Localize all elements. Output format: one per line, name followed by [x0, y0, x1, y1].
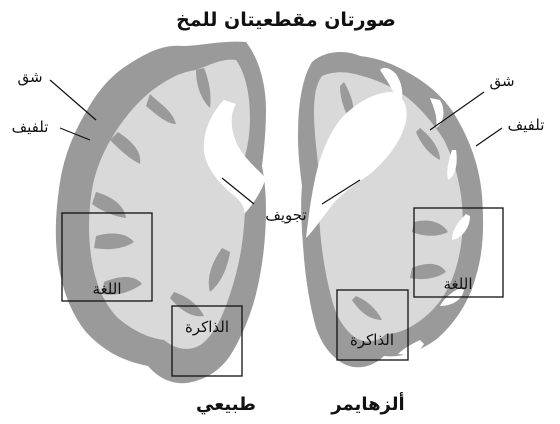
normal-caption: طبيعي [196, 394, 256, 415]
normal-language-label: اللغة [93, 280, 122, 298]
alzheimer-brain-section [298, 52, 484, 368]
ventricle-label: تجويف [265, 206, 306, 224]
normal-gyrus-label: تلفيف [12, 118, 49, 136]
alzheimer-gyrus-label: تلفيف [508, 116, 545, 134]
alzheimer-memory-label: الذاكرة [350, 331, 394, 349]
alzheimer-sulcus-label: شق [489, 72, 514, 90]
normal-brain-section [55, 41, 267, 384]
alzheimer-language-label: اللغة [444, 275, 473, 293]
normal-sulcus-label: شق [17, 68, 42, 86]
alzheimer-ventricle [306, 92, 407, 238]
alzheimer-language-box [413, 207, 504, 298]
normal-ventricle [203, 100, 266, 214]
normal-language-box [61, 212, 153, 302]
alzheimer-sulcus-leader [429, 91, 485, 131]
normal-memory-label: الذاكرة [185, 318, 229, 336]
alzheimer-caption: ألزهايمر [330, 392, 404, 415]
normal-sulcus-leader [49, 79, 97, 121]
diagram-title: صورتان مقطعيتان للمخ [176, 9, 396, 31]
ventricle-leader-right [321, 179, 361, 205]
ventricle-leader-left [221, 177, 255, 205]
alzheimer-gyrus-leader [475, 127, 503, 147]
normal-gyrus-leader [59, 127, 91, 141]
alzheimer-memory-box [336, 289, 409, 361]
normal-memory-box [171, 305, 243, 377]
